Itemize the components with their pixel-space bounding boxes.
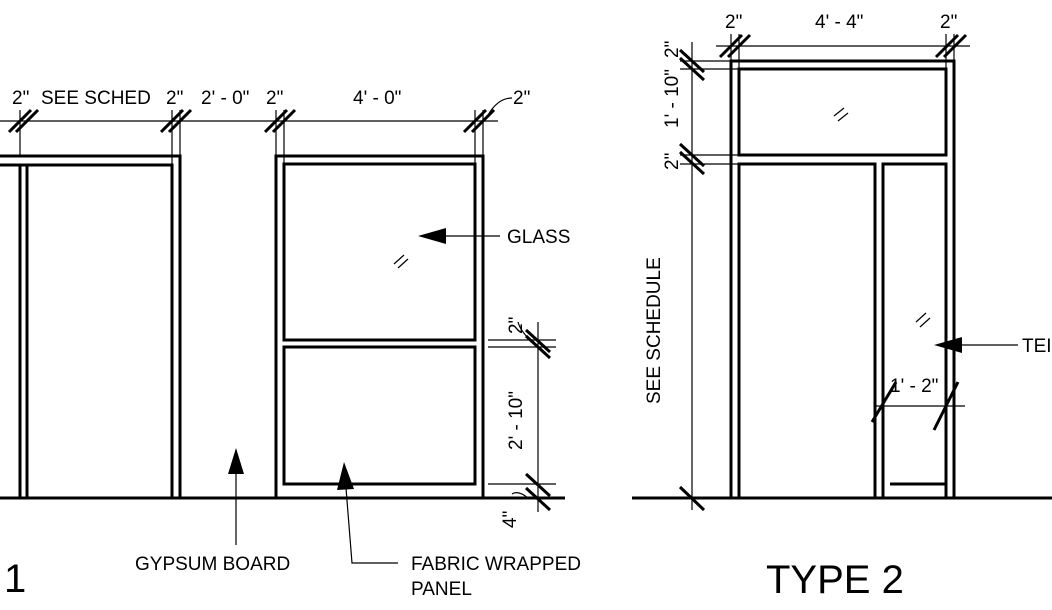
- panel-label: PANEL: [411, 579, 472, 600]
- dim-panel-2ft-10in: 2' - 10": [506, 391, 527, 450]
- t2-dim-4ft-4in: 4' - 4": [815, 12, 863, 33]
- type2-title: TYPE 2: [766, 558, 904, 602]
- t2-dim-2in-b: 2": [940, 12, 957, 33]
- type1-right-dimension-line: [488, 321, 556, 512]
- sidelite-1ft-2in: 1' - 2": [890, 376, 938, 397]
- type1-window-frame: [274, 154, 485, 500]
- dim-see-sched: SEE SCHED: [41, 88, 151, 109]
- type1-door-frame: [0, 154, 182, 498]
- glass-label: GLASS: [507, 227, 570, 248]
- type1-title: 1: [4, 557, 26, 601]
- type2-left-dimension-line: [678, 42, 739, 512]
- dim-2in-d: 2": [513, 88, 530, 109]
- dim-base-4in: 4": [500, 511, 521, 528]
- t2-dim-2in-a: 2": [725, 12, 742, 33]
- dim-mullion-2in: 2": [506, 317, 527, 334]
- dim-2in-c: 2": [266, 88, 283, 109]
- t2-dim-top-2in: 2": [662, 41, 683, 58]
- see-schedule-label: SEE SCHEDULE: [644, 257, 665, 404]
- gypsum-board-label: GYPSUM BOARD: [135, 554, 290, 575]
- fabric-wrapped-label: FABRIC WRAPPED: [411, 554, 581, 575]
- gypsum-board-leader: [228, 448, 244, 545]
- glass-hatch-icon: [393, 254, 409, 269]
- dim-2in-b: 2": [166, 88, 183, 109]
- t2-dim-transom-1ft-10in: 1' - 10": [662, 69, 683, 128]
- tempered-leader: [934, 337, 1018, 353]
- dim-2ft-0in: 2' - 0": [201, 88, 249, 109]
- t2-dim-mullion-2in: 2": [662, 153, 683, 170]
- type1-top-dimension-line: [0, 97, 513, 165]
- fabric-panel-leader: [337, 462, 398, 564]
- type2-top-dimension-line: [716, 33, 970, 69]
- glass-leader: [418, 228, 500, 244]
- sidelite-dimension-line: [870, 381, 965, 431]
- tempered-label: TEI: [1022, 336, 1052, 357]
- sidelite-hatch-icon: [915, 312, 931, 328]
- transom-hatch-icon: [833, 107, 849, 122]
- dim-2in-a: 2": [12, 88, 29, 109]
- dim-4ft-0in: 4' - 0": [353, 88, 401, 109]
- type2-frame: [729, 59, 956, 500]
